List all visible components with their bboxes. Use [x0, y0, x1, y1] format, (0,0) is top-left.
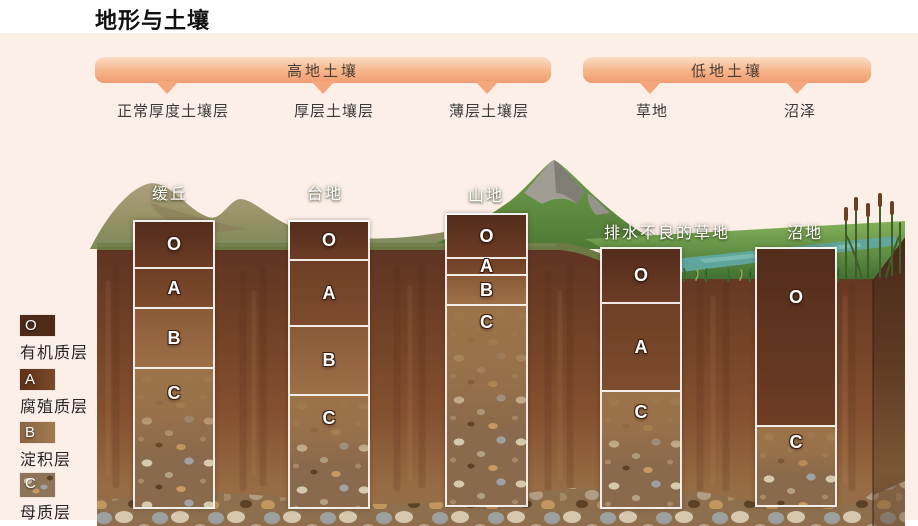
- soil-type-label: 厚层土壤层: [293, 103, 375, 120]
- soil-horizon: C: [135, 367, 213, 507]
- soil-horizon: O: [602, 249, 680, 302]
- legend-label: 淀积层: [20, 452, 72, 469]
- legend-swatch: O: [20, 315, 55, 336]
- soil-type-label: 草地: [635, 103, 669, 120]
- soil-horizon: A: [602, 302, 680, 390]
- horizon-letter: B: [167, 327, 181, 348]
- band-pointer: [311, 81, 335, 94]
- horizon-letter: A: [167, 277, 181, 298]
- band-pointer: [475, 81, 499, 94]
- legend-item: B 淀积层: [20, 422, 70, 469]
- soil-horizon: A: [290, 259, 368, 325]
- legend-letter: C: [25, 475, 36, 492]
- horizon-letter: B: [480, 279, 493, 300]
- horizon-letter: A: [322, 282, 336, 303]
- page-title: 地形与土壤: [95, 8, 211, 33]
- band-pointer: [785, 81, 809, 94]
- terrain-label: 台地: [306, 186, 344, 203]
- terrain-label: 山地: [467, 188, 505, 205]
- legend-label: 母质层: [20, 505, 72, 522]
- soil-profile-column: O A B C: [133, 220, 215, 509]
- band-pointer: [155, 81, 179, 94]
- legend-item: A 腐殖质层: [20, 369, 87, 416]
- horizon-letter: C: [480, 312, 493, 332]
- horizon-letter: O: [479, 225, 494, 246]
- horizon-letter: C: [634, 402, 648, 422]
- horizon-letter: A: [480, 256, 493, 276]
- group-band: 低地土壤: [583, 57, 871, 83]
- legend-letter: A: [25, 371, 36, 388]
- horizon-letter: C: [789, 432, 803, 452]
- legend-label: 腐殖质层: [20, 399, 89, 416]
- soil-horizon: O: [757, 249, 835, 425]
- legend-label: 有机质层: [20, 345, 89, 362]
- legend-swatch: C: [20, 473, 55, 497]
- soil-horizon: O: [135, 222, 213, 267]
- soil-horizon: C: [757, 425, 835, 505]
- soil-horizon: B: [290, 325, 368, 394]
- soil-horizon: A: [135, 267, 213, 307]
- soil-horizon: C: [602, 390, 680, 507]
- diagram-canvas: 高地土壤正常厚度土壤层 厚层土壤层 薄层土壤层 低地土壤草地 沼泽 缓丘 台地 山地排水不良…: [0, 33, 918, 526]
- soil-horizon: B: [447, 274, 526, 304]
- horizon-letter: B: [322, 350, 336, 370]
- soil-horizon: C: [447, 304, 526, 505]
- soil-profile-column: O A C: [600, 247, 682, 509]
- legend-item: C 母质层: [20, 473, 70, 522]
- horizon-letter: C: [322, 408, 336, 428]
- legend-item: O 有机质层: [20, 315, 87, 362]
- legend-letter: B: [25, 424, 36, 441]
- soil-profile-column: O A B C: [288, 220, 370, 509]
- legend-swatch: A: [20, 369, 55, 390]
- horizon-letter: O: [321, 230, 336, 250]
- horizon-letter: C: [167, 383, 181, 403]
- terrain-label: 沼地: [786, 225, 824, 242]
- horizon-letter: O: [166, 234, 181, 254]
- legend-swatch: B: [20, 422, 55, 443]
- horizon-letter: O: [633, 265, 648, 285]
- soil-type-label: 沼泽: [783, 103, 817, 120]
- band-pointer: [638, 81, 662, 94]
- soil-type-label: 薄层土壤层: [448, 103, 530, 120]
- soil-type-label: 正常厚度土壤层: [116, 103, 230, 120]
- legend-letter: O: [25, 317, 37, 334]
- horizon-letter: O: [788, 287, 803, 307]
- soil-horizon: A: [447, 256, 526, 276]
- terrain-label: 排水不良的草地: [603, 225, 731, 242]
- soil-horizon: O: [290, 222, 368, 259]
- soil-horizon: B: [135, 307, 213, 367]
- soil-horizon: O: [447, 215, 526, 257]
- group-band: 高地土壤: [95, 57, 551, 83]
- terrain-label: 缓丘: [151, 186, 189, 203]
- soil-horizon: C: [290, 394, 368, 507]
- horizon-letter: A: [634, 336, 648, 357]
